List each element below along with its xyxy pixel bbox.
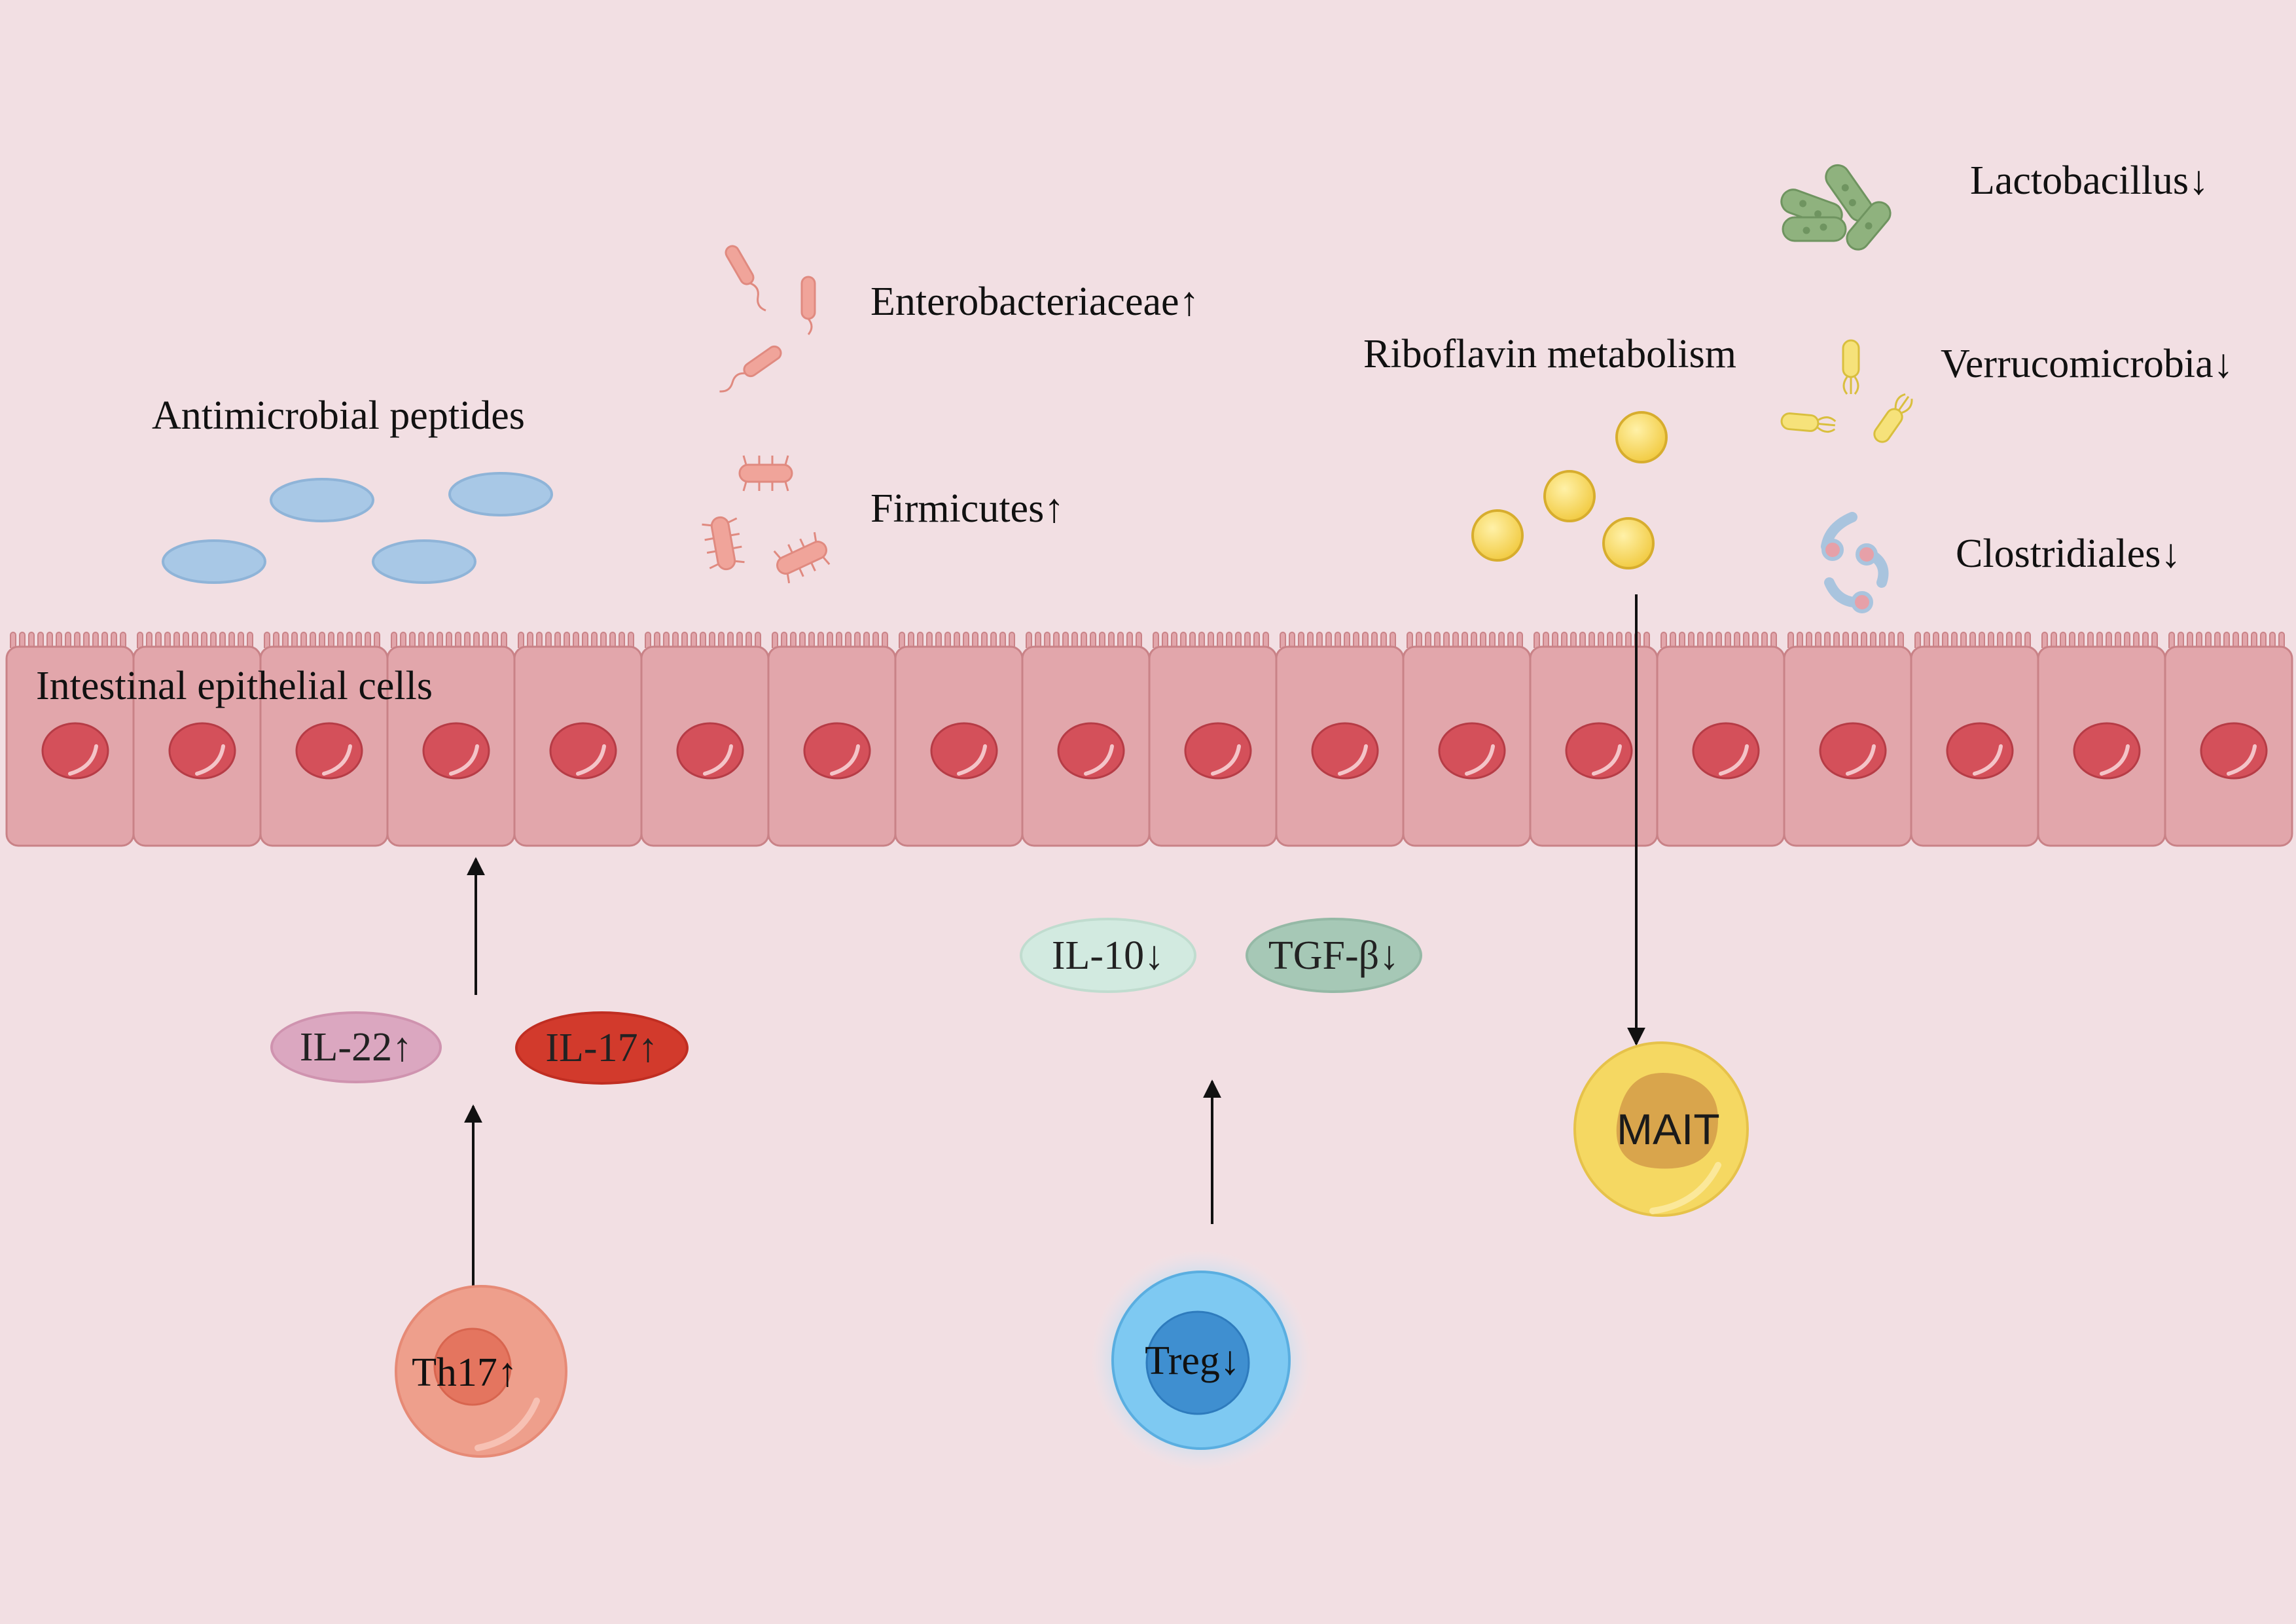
nucleus-icon: [295, 722, 363, 780]
firmicutes-group: [702, 455, 831, 584]
clostridiales-label: Clostridiales↓: [1956, 532, 2181, 576]
mait-cell-graphic: [1573, 1041, 1749, 1217]
verrucomicrobia-icon: [1873, 393, 1913, 443]
th17-cell-label: Th17↑: [412, 1350, 518, 1395]
treg-cell-label: Treg↓: [1145, 1339, 1240, 1383]
arrows: [464, 594, 1645, 1288]
epithelial-cell: [2037, 632, 2166, 847]
epithelial-cell: [5, 632, 135, 847]
enterobacteria-group: [719, 245, 816, 393]
nucleus-icon: [803, 722, 871, 780]
epithelial-cell: [386, 632, 516, 847]
epithelial-cell: [1910, 632, 2039, 847]
peptide-icon: [448, 472, 553, 516]
intestinal-epithelium: [5, 632, 2293, 847]
nucleus-icon: [168, 722, 236, 780]
nucleus-icon: [2200, 722, 2268, 780]
firmicutes-label: Firmicutes↑: [870, 486, 1065, 531]
lactobacillus-icon: [1846, 201, 1892, 251]
enterobacteriaceae-label: Enterobacteriaceae↑: [870, 280, 1200, 324]
riboflavin-icon: [1602, 517, 1655, 569]
epithelium-label: Intestinal epithelial cells: [36, 664, 433, 708]
verrucomicrobia-icon: [1842, 339, 1860, 395]
verrucomicrobia-group: [1780, 339, 1913, 443]
lactobacillus-label: Lactobacillus↓: [1970, 158, 2209, 203]
epithelial-cell: [1529, 632, 1659, 847]
firmicutes-icon: [773, 532, 831, 584]
nucleus-icon: [1565, 722, 1633, 780]
nucleus-icon: [41, 722, 109, 780]
nucleus-icon: [1311, 722, 1379, 780]
peptide-icon: [270, 478, 374, 522]
clostridiales-icon: [1821, 512, 1857, 561]
epithelial-cell: [259, 632, 389, 847]
il22-cytokine: IL-22↑: [270, 1011, 442, 1083]
tgfb-cytokine: TGF-β↓: [1246, 918, 1422, 993]
epithelial-cell: [132, 632, 262, 847]
nucleus-icon: [1438, 722, 1506, 780]
antimicrobial-peptides-label: Antimicrobial peptides: [152, 393, 525, 438]
antimicrobial-peptides: [162, 472, 553, 584]
lactobacillus-group: [1780, 164, 1892, 251]
epithelial-cell: [2164, 632, 2293, 847]
il17-cytokine: IL-17↑: [515, 1011, 689, 1085]
peptide-icon: [162, 539, 266, 584]
epithelial-cell: [1148, 632, 1278, 847]
verrucomicrobia-label: Verrucomicrobia↓: [1941, 342, 2234, 386]
riboflavin-group: [1471, 411, 1668, 569]
nucleus-icon: [676, 722, 744, 780]
nucleus-icon: [549, 722, 617, 780]
riboflavin-icon: [1543, 470, 1596, 522]
epithelial-cell: [767, 632, 897, 847]
mait-cell-label: MAIT: [1617, 1105, 1720, 1153]
nucleus-icon: [1946, 722, 2014, 780]
epithelial-cell: [1275, 632, 1405, 847]
nucleus-icon: [2073, 722, 2141, 780]
nucleus-icon: [1057, 722, 1125, 780]
firmicutes-icon: [702, 516, 745, 571]
epithelial-cell: [513, 632, 643, 847]
riboflavin-metabolism-label: Riboflavin metabolism: [1363, 332, 1736, 376]
nucleus-icon: [1819, 722, 1887, 780]
il10-cytokine: IL-10↓: [1020, 918, 1196, 993]
clostridiales-icon: [1824, 577, 1873, 613]
nucleus-icon: [422, 722, 490, 780]
treg-cell-graphic: [1091, 1250, 1311, 1470]
epithelial-cell: [894, 632, 1024, 847]
clostridiales-group: [1821, 512, 1889, 613]
epithelial-cell: [1783, 632, 1912, 847]
firmicutes-icon: [738, 455, 793, 492]
enterobacteria-icon: [725, 245, 766, 312]
nucleus-icon: [1692, 722, 1760, 780]
enterobacteria-icon: [800, 276, 816, 335]
epithelial-cell: [640, 632, 770, 847]
enterobacteria-icon: [719, 345, 782, 393]
riboflavin-icon: [1471, 509, 1524, 562]
epithelial-cell: [1656, 632, 1785, 847]
lactobacillus-icon: [1782, 216, 1847, 242]
nucleus-icon: [930, 722, 998, 780]
verrucomicrobia-icon: [1780, 412, 1837, 433]
epithelial-cell: [1021, 632, 1151, 847]
peptide-icon: [372, 539, 476, 584]
epithelial-cell: [1402, 632, 1532, 847]
th17-cell-graphic: [395, 1285, 567, 1458]
riboflavin-icon: [1615, 411, 1668, 463]
clostridiales-icon: [1856, 543, 1889, 588]
nucleus-icon: [1184, 722, 1252, 780]
